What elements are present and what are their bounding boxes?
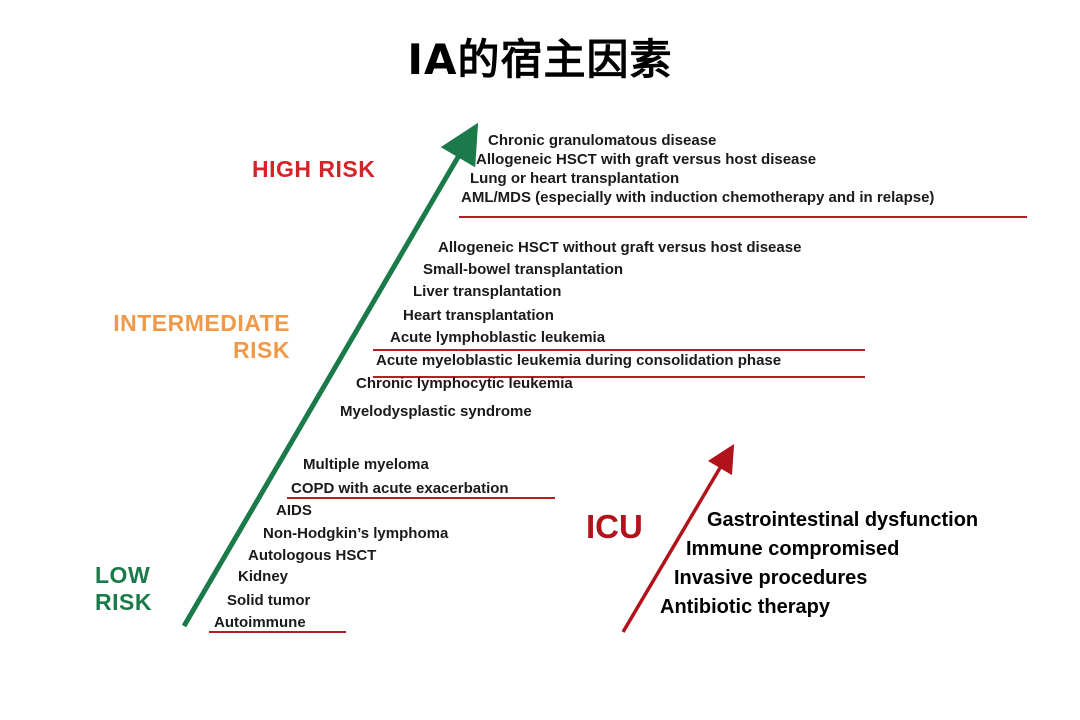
intermediate-risk-label-line1: INTERMEDIATE [113,310,290,336]
low-risk-item: Solid tumor [227,592,311,609]
intermediate-risk-item: Acute myeloblastic leukemia during conso… [376,352,782,369]
low-risk-item: Autologous HSCT [248,547,377,564]
high-risk-label: HIGH RISK [252,156,376,182]
icu-label: ICU [586,508,643,545]
low-risk-divider-lower [209,631,346,633]
low-risk-divider-upper [287,497,555,499]
low-risk-item: Kidney [238,568,289,585]
intermediate-risk-label-line2: RISK [233,337,290,363]
low-risk-label: LOW RISK [95,562,152,616]
low-risk-label-line2: RISK [95,589,152,615]
high-risk-item: Lung or heart transplantation [470,170,680,187]
intermediate-risk-item: Chronic lymphocytic leukemia [356,375,573,392]
intermediate-risk-label: INTERMEDIATE RISK [90,310,290,364]
intermediate-risk-item: Liver transplantation [413,283,562,300]
intermediate-risk-item: Myelodysplastic syndrome [340,403,532,420]
low-risk-item: AIDS [276,502,312,519]
high-risk-divider [459,216,1027,218]
high-risk-item: Chronic granulomatous disease [488,132,717,149]
high-risk-item: Allogeneic HSCT with graft versus host d… [476,151,817,168]
high-risk-item: AML/MDS (especially with induction chemo… [461,189,935,206]
low-risk-item: Multiple myeloma [303,456,429,473]
risk-gradient-arrow [181,122,479,628]
page-title: IA的宿主因素 [407,35,673,84]
intermediate-divider-upper [373,349,865,351]
icu-factor: Gastrointestinal dysfunction [707,509,979,531]
icu-arrow [621,443,735,633]
low-risk-item: COPD with acute exacerbation [291,480,509,497]
low-risk-item: Non-Hodgkin’s lymphoma [263,525,449,542]
icu-factor: Antibiotic therapy [660,596,831,618]
icu-factor: Invasive procedures [674,567,868,589]
intermediate-divider-lower [373,376,865,378]
low-risk-item: Autoimmune [214,614,306,631]
low-risk-label-line1: LOW [95,562,151,588]
icu-factor: Immune compromised [686,538,900,560]
intermediate-risk-item: Small-bowel transplantation [423,261,624,278]
intermediate-risk-item: Acute lymphoblastic leukemia [390,329,606,346]
intermediate-risk-item: Allogeneic HSCT without graft versus hos… [438,239,802,256]
intermediate-risk-item: Heart transplantation [403,307,554,324]
